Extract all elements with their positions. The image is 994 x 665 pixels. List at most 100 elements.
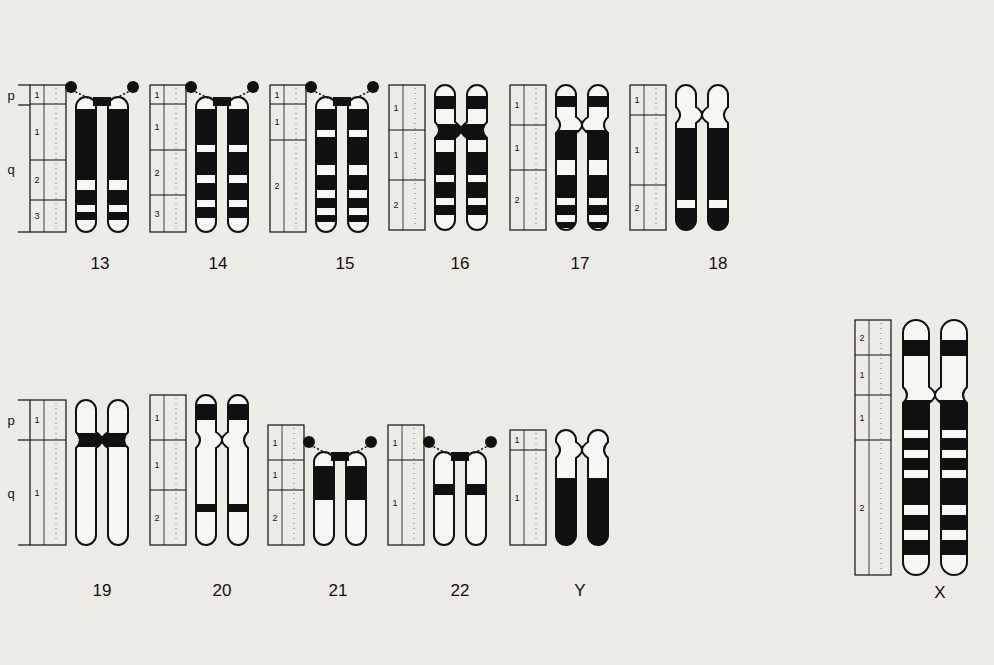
dark-band: [401, 205, 521, 215]
band-ruler: [855, 320, 891, 575]
ruler-divider: [402, 425, 403, 545]
region-line: [855, 394, 891, 395]
arm-tick: [18, 231, 30, 232]
region-number: 1: [393, 103, 398, 112]
dark-band: [282, 175, 402, 190]
region-line: [268, 459, 304, 460]
band-group: [42, 109, 162, 220]
dark-band: [282, 109, 402, 130]
dark-band: [42, 190, 162, 205]
ruler-divider: [403, 85, 404, 230]
satellite: [247, 81, 259, 93]
dark-band: [282, 109, 402, 130]
chromatid-outline: [903, 320, 935, 575]
region-line: [150, 439, 186, 440]
region-number: 1: [272, 471, 277, 480]
arm-tick: [18, 439, 30, 440]
region-line: [630, 184, 666, 185]
ruler-divider: [164, 395, 165, 545]
dark-band: [875, 540, 994, 555]
dark-band: [282, 137, 402, 165]
chromosome-number: 16: [451, 255, 470, 272]
arm-tick: [18, 544, 30, 545]
band-group: [401, 96, 521, 215]
ruler-divider: [284, 85, 285, 232]
dark-band: [875, 540, 994, 555]
arm-label: p: [7, 414, 14, 427]
band-group: [42, 109, 162, 220]
region-number: 2: [154, 168, 159, 177]
dark-band: [42, 109, 162, 180]
region-number: 2: [514, 196, 519, 205]
ruler-divider: [524, 85, 525, 230]
region-number: 1: [274, 90, 279, 99]
band-group: [280, 466, 400, 500]
band-group: [522, 478, 642, 550]
ruler-dots: [656, 88, 657, 227]
ruler-dots: [176, 88, 177, 229]
region-line: [510, 124, 546, 125]
ruler-dots: [536, 433, 537, 542]
dark-band: [282, 215, 402, 222]
region-line: [30, 103, 66, 104]
chromosome-number: 15: [336, 255, 355, 272]
region-number: 1: [393, 151, 398, 160]
chromatid-outline: [222, 395, 248, 545]
band-group: [522, 96, 642, 228]
ruler-divider: [869, 320, 870, 575]
band-group: [282, 109, 402, 222]
region-number: 1: [34, 128, 39, 137]
region-number: 1: [514, 101, 519, 110]
dark-band: [875, 438, 994, 450]
chromatid-outline: [676, 85, 702, 230]
chromatid-outline: [582, 85, 608, 230]
region-line: [150, 194, 186, 195]
chromatid-outline: [466, 452, 486, 545]
chromatid-outline: [76, 97, 96, 232]
band-group: [162, 109, 282, 218]
ruler-divider: [282, 425, 283, 545]
region-line: [389, 179, 425, 180]
chromosome-number: 19: [93, 582, 112, 599]
dark-band: [522, 130, 642, 160]
dark-band: [522, 478, 642, 550]
satellite-stalk: [432, 446, 446, 453]
dark-band: [280, 466, 400, 500]
chromosome-number: Y: [574, 582, 585, 599]
ruler-dots: [176, 398, 177, 542]
region-number: 1: [34, 488, 39, 497]
chromosome-number: 13: [91, 255, 110, 272]
region-number: 2: [859, 503, 864, 512]
satellite: [127, 81, 139, 93]
dark-band: [401, 152, 521, 175]
dark-band: [875, 515, 994, 530]
band-ruler: [388, 425, 424, 545]
region-line: [150, 103, 186, 104]
band-group: [522, 96, 642, 228]
dark-band: [401, 205, 521, 215]
dark-band: [401, 182, 521, 198]
satellite-stalk: [236, 91, 250, 98]
region-line: [270, 103, 306, 104]
arm-tick: [18, 104, 30, 105]
band-ruler: [510, 85, 546, 230]
satellite-stalk: [354, 446, 368, 453]
dark-band: [522, 222, 642, 228]
region-number: 2: [634, 203, 639, 212]
chromatid-fill: [76, 400, 102, 545]
ruler-dots: [415, 88, 416, 227]
dark-band: [162, 152, 282, 175]
chromatid-outline: [702, 85, 728, 230]
ruler-dots: [56, 403, 57, 542]
dark-band: [401, 182, 521, 198]
chromatid-outline: [556, 85, 582, 230]
region-line: [270, 139, 306, 140]
band-ruler: [150, 85, 186, 232]
region-line: [855, 439, 891, 440]
dark-band: [162, 183, 282, 200]
ruler-divider: [644, 85, 645, 230]
dark-band: [642, 128, 762, 200]
chromosome-number: 22: [451, 582, 470, 599]
band-ruler: [510, 430, 546, 545]
